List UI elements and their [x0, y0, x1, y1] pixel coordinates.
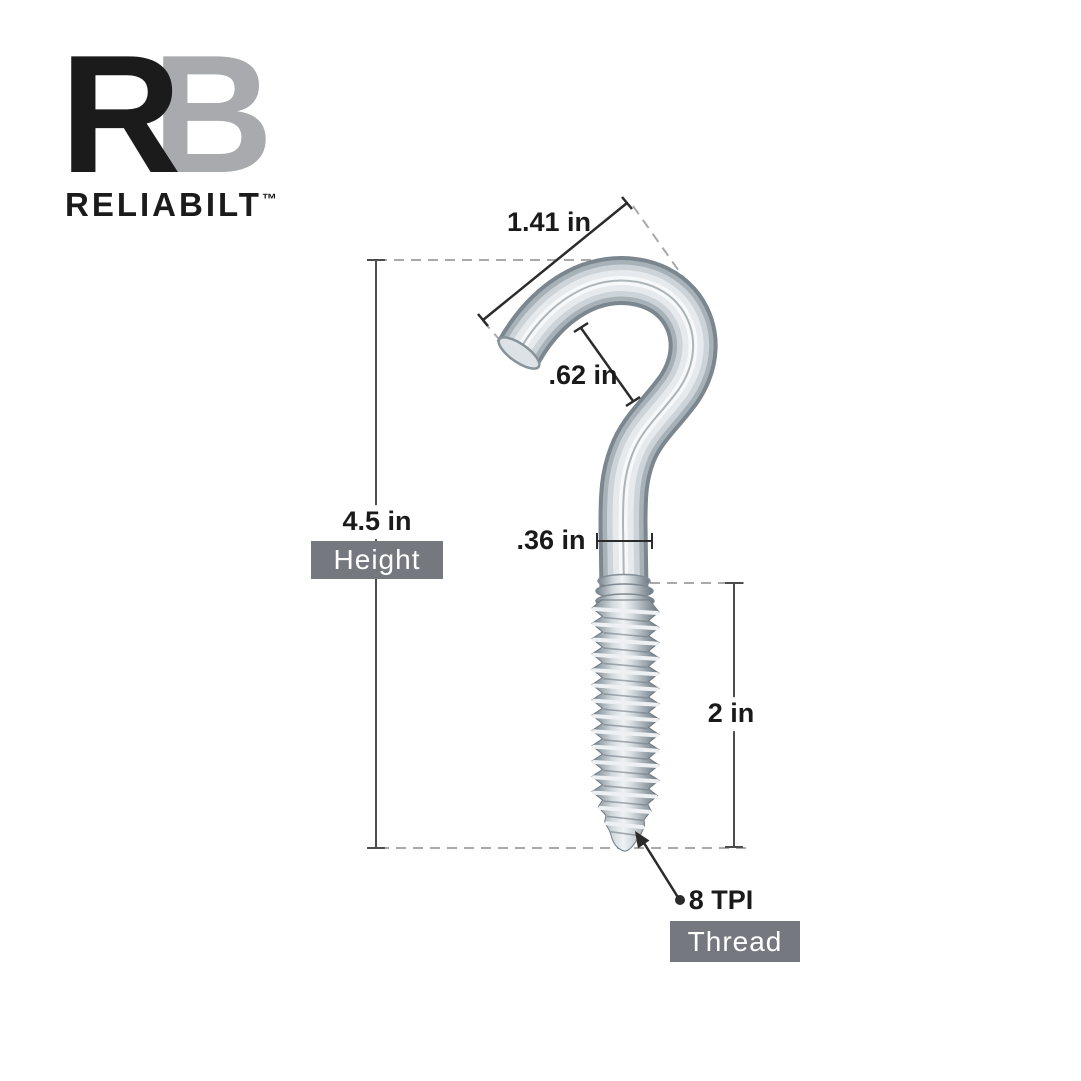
leader-dot-icon	[675, 895, 685, 905]
brand-name-text: RELIABILT	[65, 186, 262, 223]
height-label: 4.5 in	[335, 505, 419, 539]
brand-logo: B R RELIABILT™	[0, 0, 330, 240]
hook-opening-dimension	[573, 321, 641, 408]
hook-width-label: 1.41 in	[506, 207, 592, 238]
height-badge: Height	[311, 541, 443, 579]
thread-badge: Thread	[670, 921, 800, 962]
leader-line	[642, 842, 681, 900]
hook-opening-label: .62 in	[548, 360, 618, 391]
logo-letter-r: R	[60, 20, 181, 208]
trademark-symbol: ™	[261, 191, 277, 208]
hook-body	[496, 256, 718, 593]
hook-width-dimension	[477, 196, 633, 327]
screw-threads	[591, 599, 660, 852]
thread-length-label: 2 in	[700, 697, 762, 731]
arrowhead-icon	[635, 831, 650, 849]
brand-name: RELIABILT™	[65, 186, 277, 224]
shaft-diameter-label: .36 in	[509, 524, 593, 558]
thread-pitch-label: 8 TPI	[688, 885, 754, 916]
logo-letter-b: B	[152, 20, 273, 208]
shaft-diameter-dimension	[596, 533, 653, 549]
hook-tip-cut-face	[497, 336, 541, 370]
tpi-leader	[635, 831, 685, 905]
